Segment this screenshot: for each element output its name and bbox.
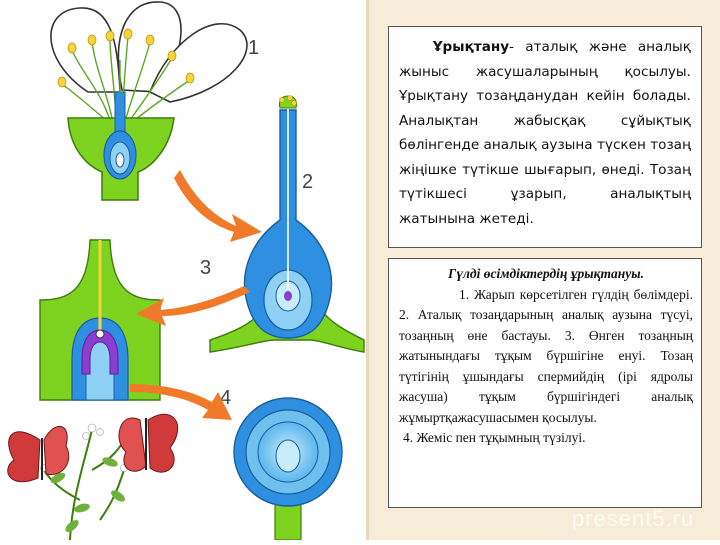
sperm-nucleus: [95, 329, 105, 339]
caption-step-4: 4. Жеміс пен тұқымның түзілуі.: [403, 430, 586, 445]
embryo-sac: [81, 329, 119, 375]
diagram-caption-box: Гүлді өсімдіктердің ұрықтануы. 1. Жарып …: [388, 258, 702, 508]
petal: [50, 7, 121, 93]
stem: [43, 429, 131, 541]
fertilization-diagram: 1 2 3 4: [7, 1, 365, 541]
step-label-3: 3: [200, 257, 211, 279]
caption-steps-1-3: 1. Жарып көрсетілген гүлдің бөлімдері. 2…: [399, 286, 693, 425]
anthers: [57, 28, 195, 88]
embryo: [275, 439, 301, 473]
stage4-seed: [233, 397, 343, 541]
egg-cell: [115, 152, 125, 168]
caption-title: Гүлді өсімдіктердің ұрықтануы.: [448, 266, 644, 281]
arrow-3-to-4: [130, 384, 232, 420]
step-label-1: 1: [248, 37, 259, 59]
step-label-2: 2: [302, 171, 313, 193]
stage1-flower: [50, 1, 248, 201]
egg-cell: [284, 291, 292, 301]
fertilization-definition-box: Ұрықтану- аталық және аналық жыныс жасуш…: [388, 26, 702, 248]
stage3-ovule: [39, 239, 161, 401]
watermark: present5.ru: [572, 506, 695, 531]
arrow-1-to-2: [174, 170, 262, 242]
butterfly-right: [118, 413, 179, 473]
arrow-2-to-3: [136, 286, 250, 326]
butterfly-left: [7, 425, 70, 483]
arrows: [130, 170, 262, 420]
definition-text: - аталық және аналық жыныс жасушаларының…: [399, 39, 691, 227]
diagram-panel: 1 2 3 4: [7, 1, 365, 541]
stage2-pistil: [209, 95, 365, 353]
leaves: [50, 457, 125, 532]
pollen-grains: [279, 95, 297, 106]
step-label-4: 4: [220, 387, 231, 409]
petal: [148, 23, 248, 103]
definition-term: Ұрықтану: [432, 39, 510, 55]
style: [114, 91, 126, 133]
